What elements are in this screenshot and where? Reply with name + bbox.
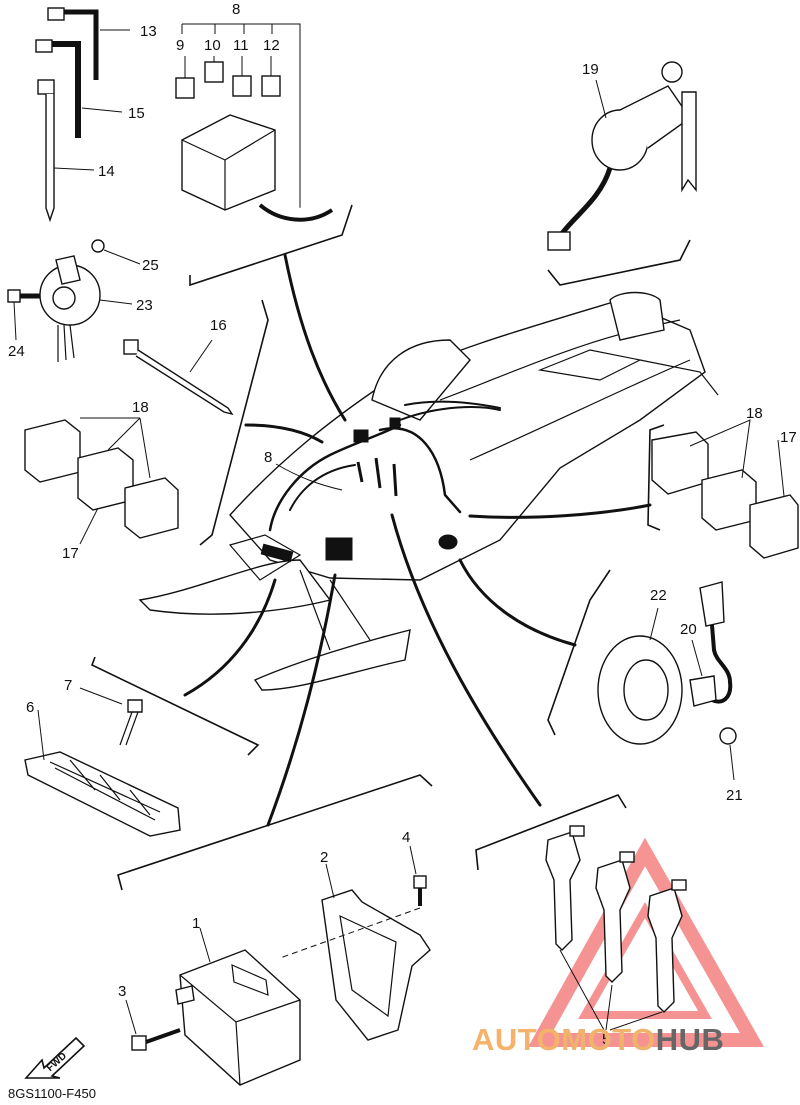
diagram-id: 8GS1100-F450 [8,1086,96,1101]
connector-17-f [749,494,799,559]
ignition-coils-group [545,825,687,1031]
bolt-3-icon [131,1035,147,1051]
cable-tie-15-strap [52,41,81,138]
cdi-unit-1-icon [179,949,301,1086]
callout-6: 6 [26,699,34,716]
coil-a-icon [545,831,581,951]
ecu-plug-icon [260,543,294,563]
sensor-ring-group [597,581,737,781]
callout-4: 4 [402,829,410,846]
cable-ties-group [35,7,130,223]
callout-13: 13 [140,23,157,40]
callout-9: 9 [176,37,184,54]
watermark-triangle [528,837,765,1047]
callout-12: 12 [263,37,280,54]
cable-tie-16-group [123,339,234,416]
callout-brace-ecu [90,656,260,756]
windshield [371,339,471,421]
callout-20: 20 [680,621,697,638]
relay-block-icon [325,537,353,561]
ski-right [253,629,411,691]
cable-tie-15-head [35,39,53,53]
callout-23: 23 [136,297,153,314]
callout-7: 7 [64,677,72,694]
nut-25-icon [91,239,105,253]
connector-18-e [701,469,757,531]
fuse-10-icon [204,61,224,83]
callout-8-top: 8 [232,1,240,18]
callout-10: 10 [204,37,221,54]
callout-5: 5 [602,1031,610,1048]
callout-14: 14 [98,163,115,180]
callout-15: 15 [128,105,145,122]
seat-back [609,291,665,341]
connectors-right-group [651,419,799,559]
ground-point-icon [438,534,458,550]
callout-brace-coils [475,794,627,871]
hood-panel [229,299,706,581]
callout-17-left: 17 [62,545,79,562]
fuse-box-harness [258,203,334,222]
bolt-24-icon [7,289,21,303]
sensor-20-icon [689,675,717,707]
ski-left [138,559,332,615]
leader-lines [183,253,652,827]
snowmobile-body [138,291,719,691]
callout-brace-fusebox [189,204,353,287]
callout-labels: 13 8 9 10 11 12 15 14 19 25 23 24 16 18 … [8,1,797,1048]
connector-17-c [124,477,179,539]
callout-25: 25 [142,257,159,274]
callout-3: 3 [118,983,126,1000]
nut-21-icon [719,727,737,745]
callout-18-right: 18 [746,405,763,422]
main-switch-connector [547,231,571,251]
callout-18-left: 18 [132,399,149,416]
coil-b-icon [595,859,631,983]
coil-c-icon [647,887,683,1013]
callout-16: 16 [210,317,227,334]
callout-brace-right [647,424,665,531]
bolt-4-icon [413,875,427,889]
fuse-11-icon [232,75,252,97]
cable-tie-14-strap [45,94,55,223]
bolt-7-icon [127,699,143,713]
main-switch-group [547,61,697,251]
callout-11: 11 [233,37,249,54]
sensor-20-connector [699,581,725,627]
fuse-box-group [175,23,334,222]
cable-tie-16-head [123,339,139,355]
watermark-part-2: MOTO [561,1022,656,1057]
callout-24: 24 [8,343,25,360]
sensor-23-group [7,239,141,362]
cable-tie-13-head [47,7,65,21]
callout-2: 2 [320,849,328,866]
callout-21: 21 [726,787,743,804]
ecu-6-icon [24,751,181,837]
callout-19: 19 [582,61,599,78]
fuse-box-icon [181,114,276,211]
callout-17-right: 17 [780,429,797,446]
callout-1: 1 [192,915,200,932]
callout-brace-left [199,299,269,546]
watermark-part-1: AUTO [472,1022,562,1057]
watermark-part-3: HUB [655,1022,725,1057]
fuse-12-icon [261,75,281,97]
cable-tie-14-head [37,79,55,95]
fwd-arrow-icon: FWD [24,1036,86,1079]
callout-brace-mainswitch [547,239,691,286]
connectors-left-group [24,417,179,545]
callout-brace-cdi [117,774,433,891]
bracket-2-icon [321,889,431,1041]
cdi-group [125,845,431,1086]
connector-18-a [24,419,81,483]
callout-22: 22 [650,587,667,604]
callout-8-body: 8 [264,449,272,466]
watermark-logo: AUTOMOTOHUB [472,1022,724,1058]
callout-brace-ring [547,569,611,736]
fuse-9-icon [175,77,195,99]
ecu-group [24,687,181,837]
key-icon [661,61,683,83]
wire-harness [260,406,501,563]
